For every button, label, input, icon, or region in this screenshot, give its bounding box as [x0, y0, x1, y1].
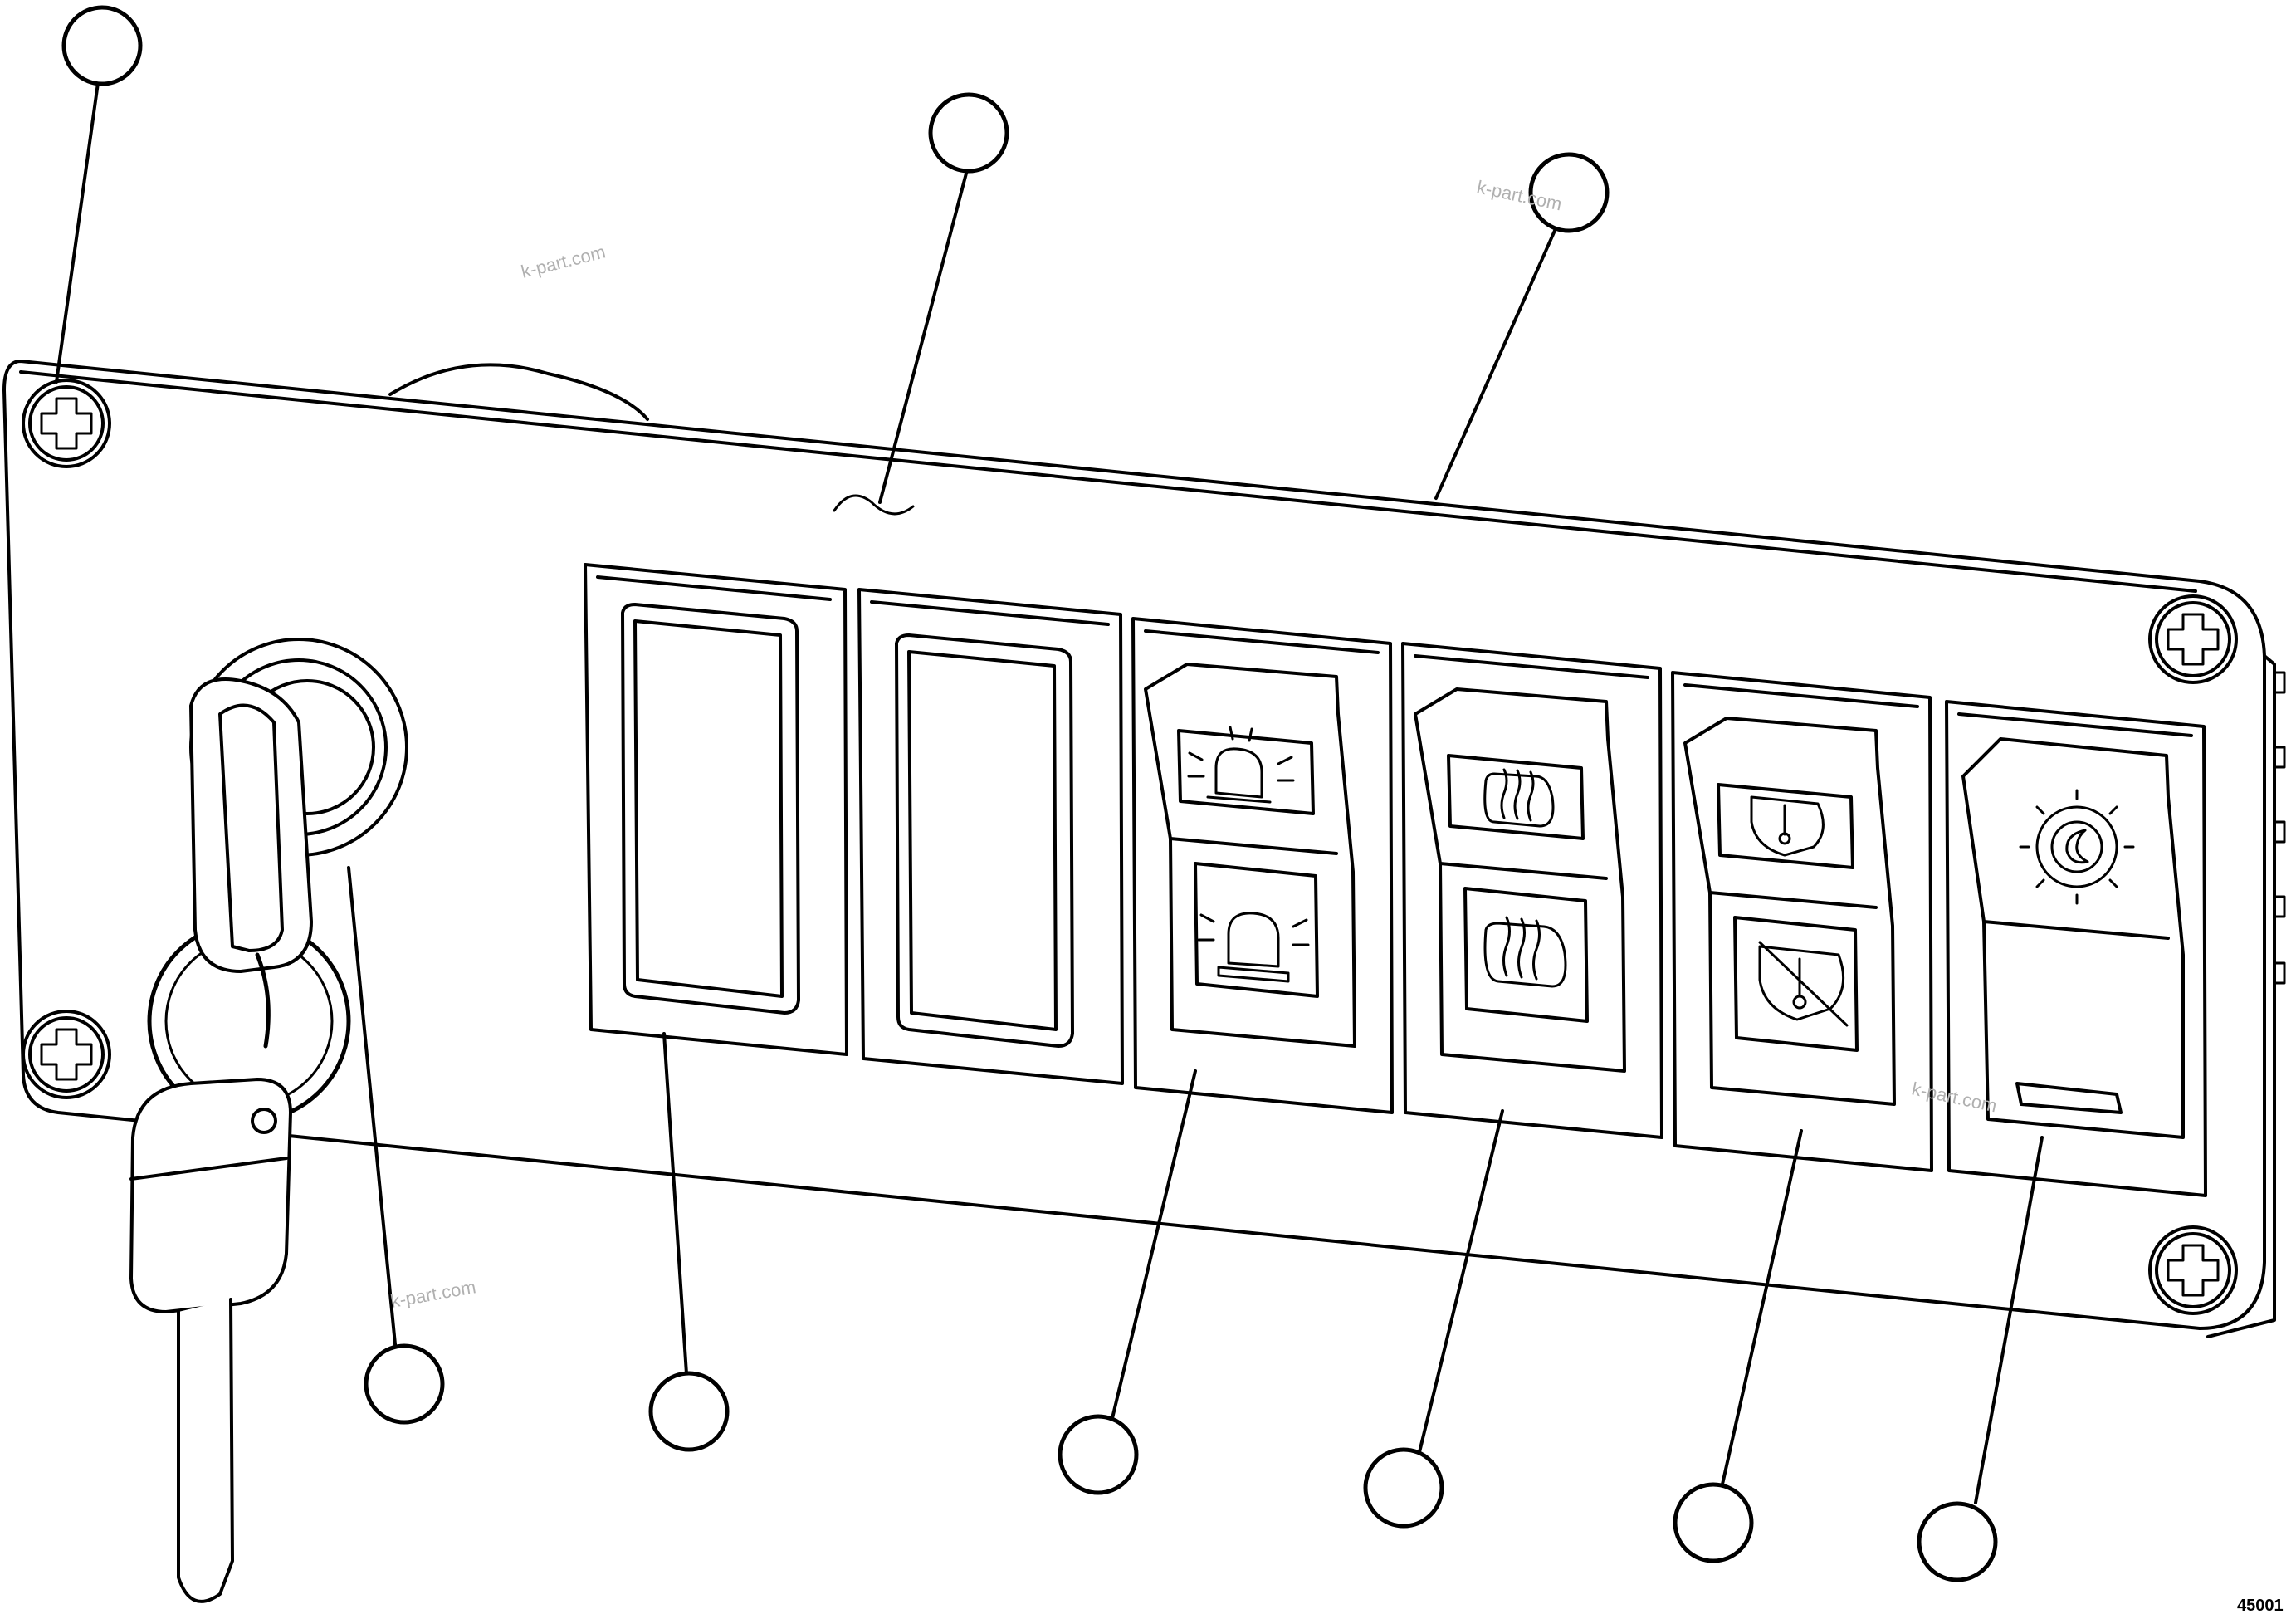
- phillips-screw-icon: [2148, 594, 2238, 684]
- callout-bubble: [1528, 152, 1610, 233]
- break-line-icon: [833, 494, 915, 516]
- watermark: k-part.com: [389, 1276, 478, 1312]
- engine-temperature-icon: [1750, 795, 1825, 857]
- callouts: [61, 5, 1998, 1582]
- key-icon: [189, 677, 313, 973]
- callout-bubble: [1058, 1414, 1139, 1495]
- phillips-screw-icon: [22, 379, 111, 468]
- blank-plug-icon: [857, 588, 1124, 1085]
- beacon-switch: [1131, 617, 1394, 1114]
- defrost-icon: [1483, 768, 1555, 828]
- engine-preheat-switch: [1671, 671, 1933, 1172]
- watermark: k-part.com: [519, 241, 608, 281]
- defrost-icon: [1483, 916, 1567, 988]
- figure-number: 45001: [2237, 1597, 2284, 1615]
- engine-temperature-icon: [1758, 941, 1849, 1027]
- phillips-screw-icon: [2148, 1225, 2238, 1315]
- callout-bubble: [1363, 1447, 1444, 1529]
- dimmer-switch: [1945, 700, 2207, 1197]
- callout-bubble: [1917, 1501, 1998, 1582]
- leader-lines: [55, 81, 2044, 1504]
- rear-defrost-switch: [1401, 642, 1663, 1139]
- phillips-screw-icon: [22, 1010, 111, 1099]
- blank-plug-icon: [584, 563, 848, 1056]
- ignition-key-switch: [129, 638, 408, 1603]
- beacon-light-icon: [1197, 912, 1310, 983]
- callout-bubble: [1673, 1482, 1754, 1563]
- callout-bubble: [928, 92, 1009, 174]
- callout-bubble: [364, 1343, 445, 1425]
- callout-bubble: [61, 5, 143, 86]
- callout-bubble: [648, 1371, 730, 1452]
- beacon-light-icon: [1187, 726, 1295, 804]
- dimmer-gear-icon: [2019, 789, 2135, 905]
